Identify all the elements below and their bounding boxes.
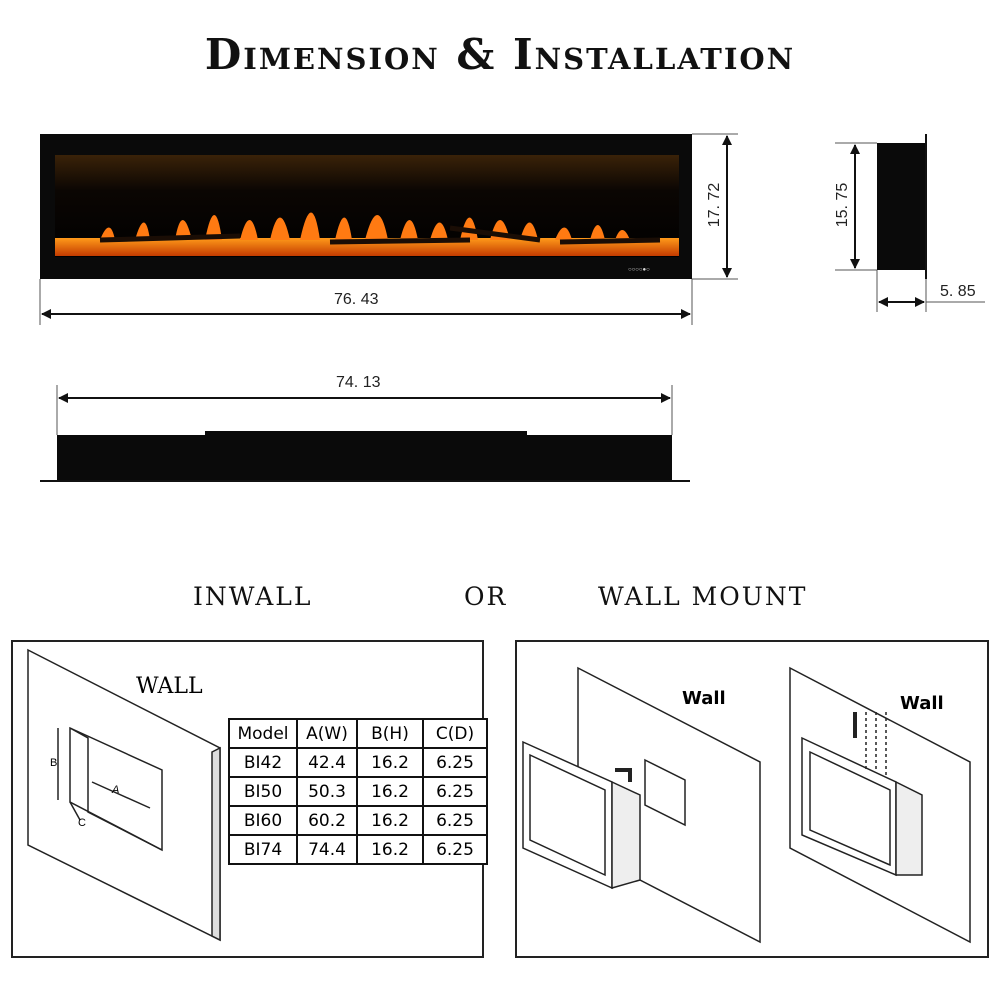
side-height-label: 15. 75	[834, 182, 851, 228]
page-title: Dimension & Installation	[204, 30, 796, 79]
cell: BI74	[228, 834, 298, 865]
inwall-heading: INWALL	[193, 582, 313, 611]
inwall-wall-drawing	[27, 648, 221, 942]
cell: BI50	[228, 776, 298, 807]
fireplace-top-view	[40, 431, 690, 482]
cell: 60.2	[296, 805, 358, 836]
or-text: OR	[464, 582, 508, 611]
wall-mount-drawing-2	[789, 666, 971, 944]
cell: 42.4	[296, 747, 358, 778]
table-header-row: Model A(W) B(H) C(D)	[228, 718, 488, 749]
side-depth-label: 5. 85	[940, 283, 976, 300]
cell: BI60	[228, 805, 298, 836]
header-c: C(D)	[422, 718, 488, 749]
cell: BI42	[228, 747, 298, 778]
wall-mount-wall-label-1: Wall	[682, 688, 726, 709]
front-height-label: 17. 72	[706, 182, 723, 228]
wall-mount-panel	[515, 640, 989, 958]
fireplace-side-view	[877, 134, 927, 279]
cell: 6.25	[422, 776, 488, 807]
header-b: B(H)	[356, 718, 424, 749]
wall-mount-drawing-1	[522, 666, 761, 944]
cell: 74.4	[296, 834, 358, 865]
cell: 6.25	[422, 747, 488, 778]
cell: 50.3	[296, 776, 358, 807]
cell: 16.2	[356, 776, 424, 807]
dimension-c-label: C	[78, 817, 86, 829]
wall-mount-wall-label-2: Wall	[900, 693, 944, 714]
header-a: A(W)	[296, 718, 358, 749]
cell: 6.25	[422, 834, 488, 865]
top-width-label: 74. 13	[336, 374, 381, 391]
dimension-b-label: B	[50, 757, 58, 769]
cell: 6.25	[422, 805, 488, 836]
header-model: Model	[228, 718, 298, 749]
cell: 16.2	[356, 747, 424, 778]
cell: 16.2	[356, 805, 424, 836]
cell: 16.2	[356, 834, 424, 865]
dimension-a-label: A	[112, 784, 120, 796]
wall-mount-heading: WALL MOUNT	[598, 582, 808, 611]
inwall-wall-label: WALL	[136, 674, 203, 699]
svg-text:○○○○●○: ○○○○●○	[628, 267, 650, 273]
front-width-label: 76. 43	[334, 291, 379, 308]
fireplace-front-view: ○○○○●○	[40, 134, 692, 279]
